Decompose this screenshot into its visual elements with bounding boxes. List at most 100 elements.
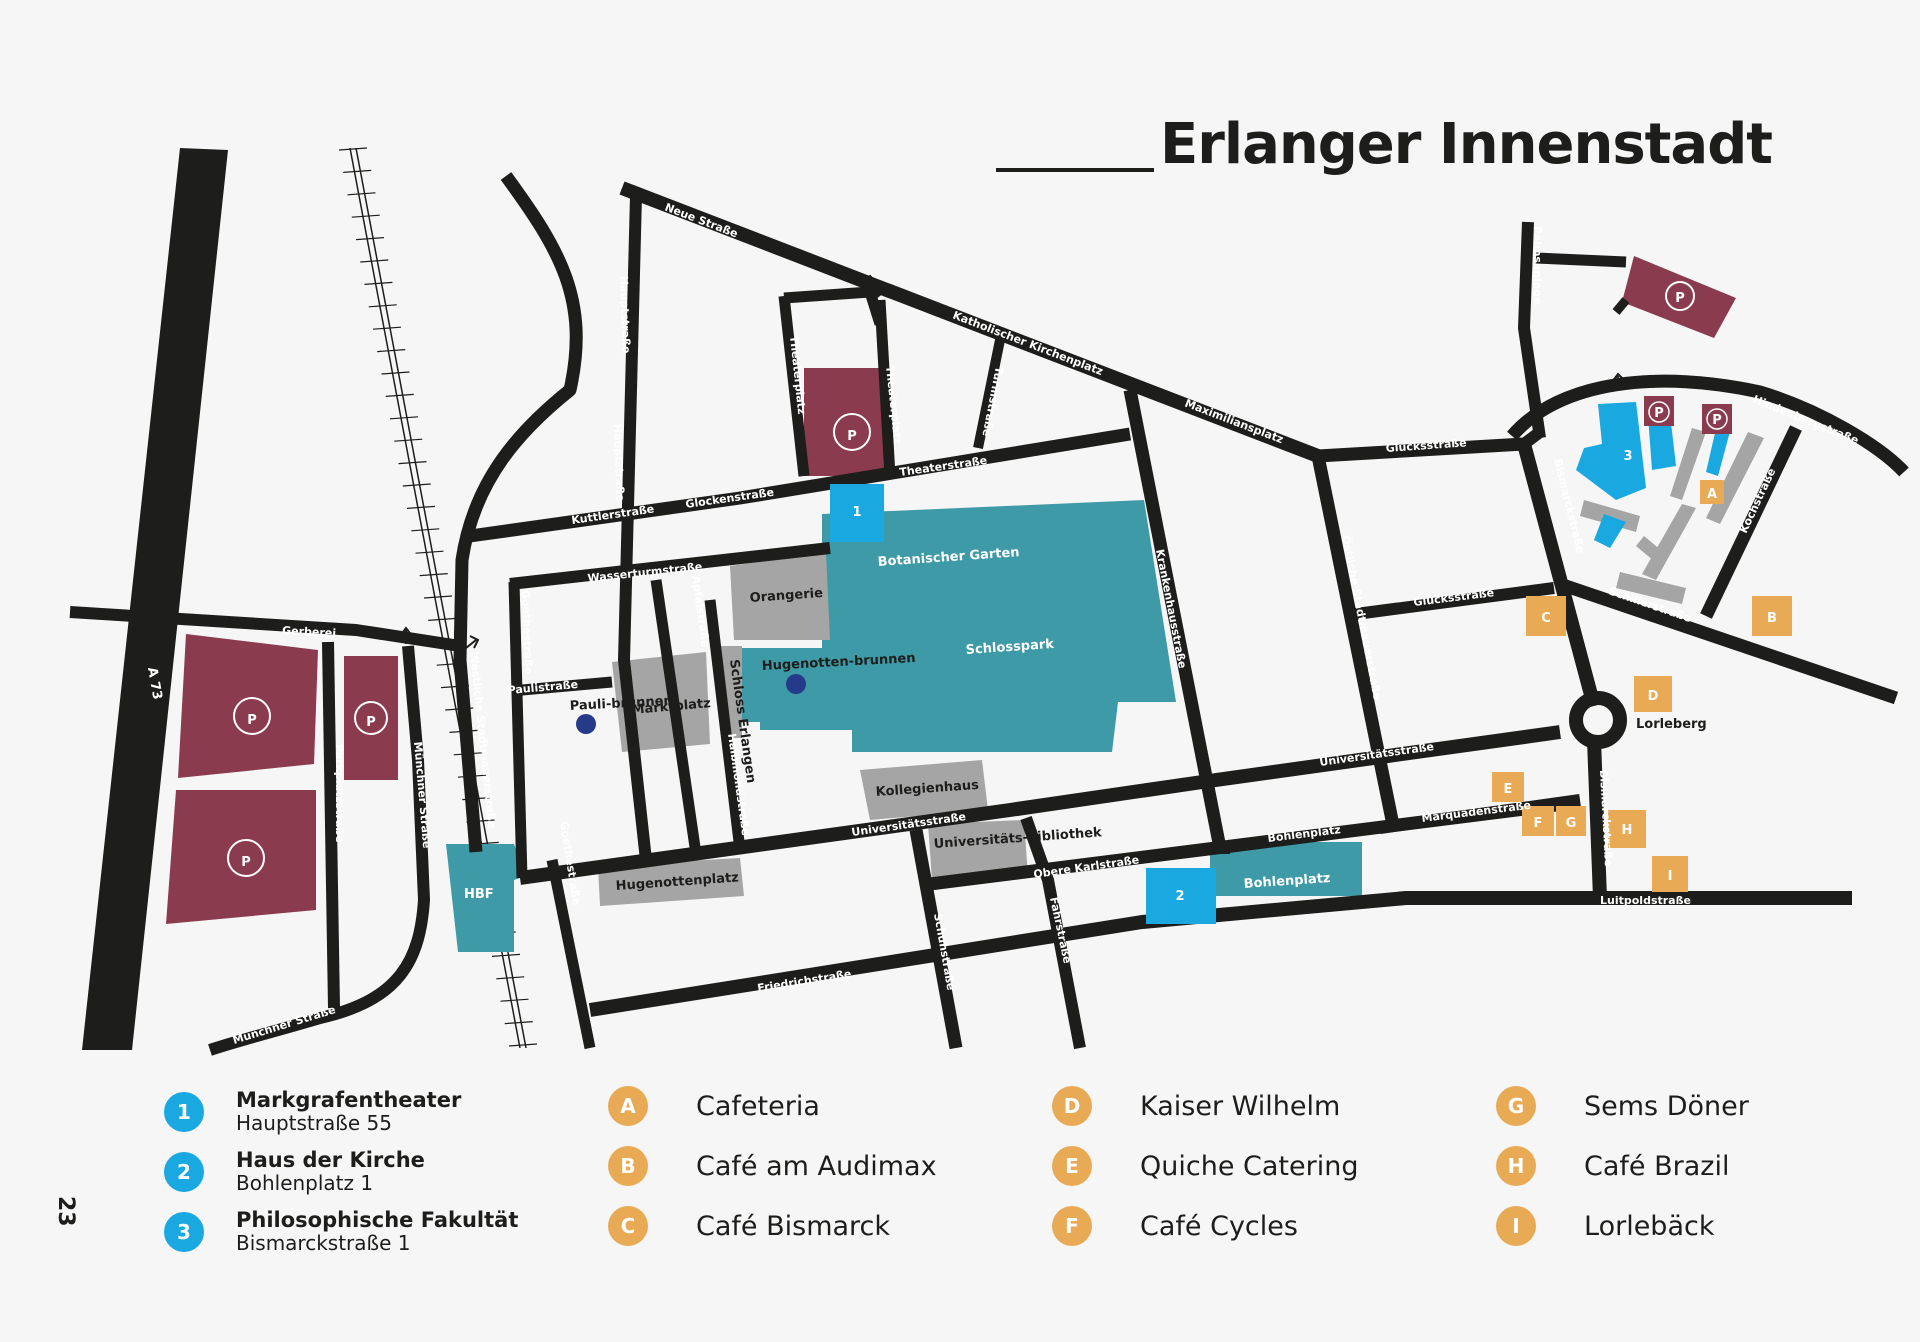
legend-cafe-i: I Lorlebäck — [1496, 1206, 1714, 1246]
rail-tie — [491, 953, 521, 957]
orangerie-building — [730, 552, 830, 640]
legend-venue-text: Philosophische Fakultät Bismarckstraße 1 — [236, 1208, 518, 1255]
legend-cafe-b: B Café am Audimax — [608, 1146, 937, 1186]
svg-text:Obere Karlstraße: Obere Karlstraße — [1033, 853, 1140, 881]
legend-cafe-d: D Kaiser Wilhelm — [1052, 1086, 1340, 1126]
cafe-badge: B — [608, 1146, 648, 1186]
rail-tie — [355, 237, 385, 241]
svg-text:HBF: HBF — [464, 887, 494, 902]
svg-text:Bohlenplatz: Bohlenplatz — [1243, 871, 1331, 892]
venue-markers: 1 2 3 — [830, 449, 1633, 924]
cafe-name: Café am Audimax — [696, 1150, 937, 1182]
rail-tie — [338, 147, 368, 151]
rail-tie — [411, 528, 440, 532]
cafe-badge: D — [1052, 1086, 1092, 1126]
svg-text:3: 3 — [1623, 449, 1632, 464]
rail-tie — [360, 259, 389, 263]
cafe-name: Café Cycles — [1140, 1210, 1298, 1242]
roads — [69, 172, 1909, 1056]
legend-venue-1: 1 Markgrafentheater Hauptstraße 55 — [164, 1088, 461, 1135]
rail-tie — [423, 595, 453, 599]
svg-text:Pauli-brunnen: Pauli-brunnen — [569, 694, 673, 714]
rail-tie — [364, 281, 393, 285]
svg-text:Theaterstraße: Theaterstraße — [899, 454, 988, 479]
svg-text:Marktplatz: Marktplatz — [631, 696, 711, 718]
svg-text:C: C — [1541, 611, 1551, 626]
campus-building — [1670, 428, 1706, 500]
svg-text:P: P — [1675, 291, 1685, 306]
svg-text:Schlosspark: Schlosspark — [965, 637, 1055, 658]
parking-lot-theater — [804, 368, 890, 476]
svg-text:Paulistraße: Paulistraße — [507, 678, 578, 697]
rail-tie — [508, 1043, 538, 1047]
svg-text:Hauptstraße: Hauptstraße — [611, 424, 627, 502]
svg-text:Kuttlerstraße: Kuttlerstraße — [571, 502, 655, 526]
svg-text:Glücksstraße: Glücksstraße — [1385, 436, 1467, 455]
legend-cafe-f: F Café Cycles — [1052, 1206, 1298, 1246]
legend-venue-text: Haus der Kirche Bohlenplatz 1 — [236, 1148, 425, 1195]
svg-text:I: I — [1668, 869, 1673, 884]
svg-text:2: 2 — [1175, 889, 1184, 904]
gray-buildings — [598, 428, 1764, 906]
cafe-name: Kaiser Wilhelm — [1140, 1090, 1341, 1122]
hugenottenplatz-area — [598, 858, 744, 906]
legend-cafe-a: A Cafeteria — [608, 1086, 820, 1126]
cafe-badge: G — [1496, 1086, 1536, 1126]
svg-text:D: D — [1648, 689, 1659, 704]
svg-text:H: H — [1622, 823, 1633, 838]
legend-cafe-c: C Café Bismarck — [608, 1206, 890, 1246]
legend-cafe-h: H Café Brazil — [1496, 1146, 1729, 1186]
cafe-badge: A — [608, 1086, 648, 1126]
rail-tie — [398, 461, 427, 465]
rail-tie — [406, 505, 436, 509]
svg-text:Palmsanlage: Palmsanlage — [1531, 226, 1544, 305]
rail-tie — [343, 169, 372, 173]
svg-text:Goethestraße: Goethestraße — [519, 590, 535, 675]
cafe-markers — [1492, 480, 1792, 892]
legend-venue-3: 3 Philosophische Fakultät Bismarckstraße… — [164, 1208, 518, 1255]
svg-text:F: F — [1534, 816, 1543, 831]
svg-text:Gerberei: Gerberei — [282, 624, 337, 640]
rail-tie — [372, 326, 402, 330]
cafe-badge: H — [1496, 1146, 1536, 1186]
cafe-name: Café Brazil — [1584, 1150, 1730, 1182]
parking-lot-west-1 — [178, 634, 318, 778]
venue-3-building — [1576, 402, 1732, 548]
cafe-name: Lorlebäck — [1584, 1210, 1715, 1242]
unibib-building — [928, 820, 1028, 880]
cafe-name: Quiche Catering — [1140, 1150, 1359, 1182]
venue-name: Markgrafentheater — [236, 1088, 462, 1112]
cafe-name: Café Bismarck — [696, 1210, 891, 1242]
rail-tie — [368, 304, 397, 308]
svg-text:P: P — [847, 429, 857, 444]
parking-lots — [166, 256, 1736, 924]
bohlenplatz-area — [1210, 842, 1362, 896]
parking-lot-west-3 — [166, 790, 316, 924]
svg-text:G: G — [1566, 816, 1577, 831]
parking-badges: P P P P P P P — [227, 281, 1732, 877]
rail-tie — [385, 393, 414, 397]
svg-text:Glockenstraße: Glockenstraße — [685, 486, 775, 511]
hbf-building — [446, 844, 526, 952]
rail-tie — [504, 1021, 533, 1025]
svg-text:P: P — [241, 855, 251, 870]
cafe-marker-letters: A B C D E F G H I — [1504, 487, 1777, 884]
rail-tie — [347, 192, 376, 196]
rail-tie — [500, 998, 529, 1002]
schlosspark-area — [742, 500, 1176, 752]
venue-badge: 2 — [164, 1151, 204, 1192]
campus-building — [1616, 572, 1686, 604]
parking-lot-west-2 — [344, 656, 398, 780]
legend-cafe-e: E Quiche Catering — [1052, 1146, 1358, 1186]
venue-badge: 1 — [164, 1091, 204, 1132]
rail-tie — [389, 416, 419, 420]
label-a73: A 73 — [144, 666, 164, 701]
cafe-badge: E — [1052, 1146, 1092, 1186]
campus-building — [1580, 500, 1640, 532]
rail-tie — [394, 438, 423, 442]
svg-text:Parkplatzstraße: Parkplatzstraße — [333, 744, 346, 843]
venue-name: Haus der Kirche — [236, 1148, 425, 1172]
legend-venue-text: Markgrafentheater Hauptstraße 55 — [236, 1088, 461, 1135]
svg-text:P: P — [247, 713, 257, 728]
